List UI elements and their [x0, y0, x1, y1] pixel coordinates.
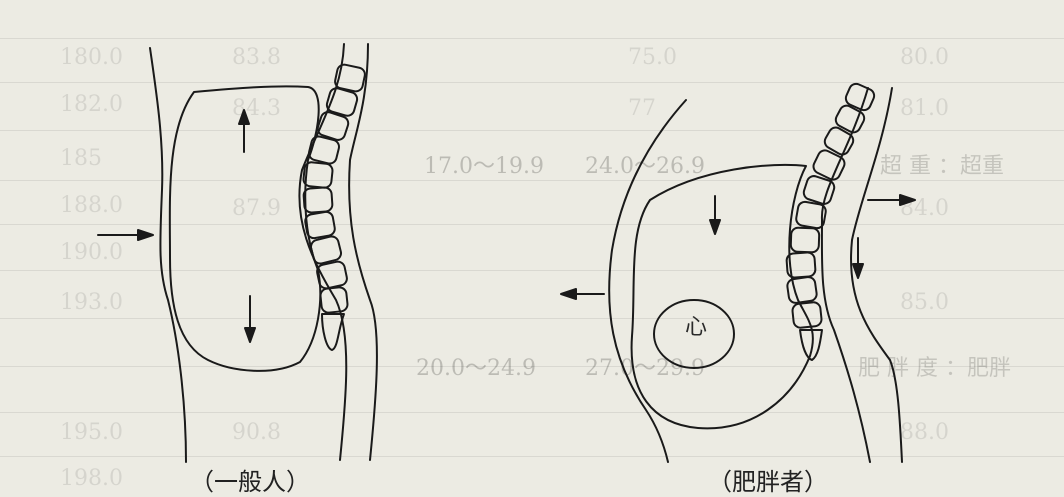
caption-normal: （一般人）: [190, 462, 310, 497]
obese-arrow-down-1: [710, 196, 720, 234]
obese-back-outline-inner: [822, 88, 870, 462]
normal-arrow-up: [239, 110, 249, 152]
normal-front-body-outline: [150, 48, 186, 462]
organ-label: 心: [685, 315, 707, 340]
obese-arrow-left: [561, 289, 604, 299]
obese-front-body-outline: [609, 100, 686, 462]
normal-arrow-right: [98, 230, 153, 240]
obese-arrow-down-2: [853, 238, 863, 278]
obese-person-figure: [561, 82, 915, 462]
normal-person-figure: [98, 44, 377, 462]
caption-obese: （肥胖者）: [708, 462, 828, 497]
obese-abdomen-cavity: [632, 165, 813, 428]
obese-arrow-right: [868, 195, 915, 205]
normal-spine: [303, 63, 366, 350]
normal-back-outline-outer: [349, 44, 377, 460]
normal-back-outline-inner: [299, 44, 346, 460]
normal-arrow-down: [245, 296, 255, 342]
